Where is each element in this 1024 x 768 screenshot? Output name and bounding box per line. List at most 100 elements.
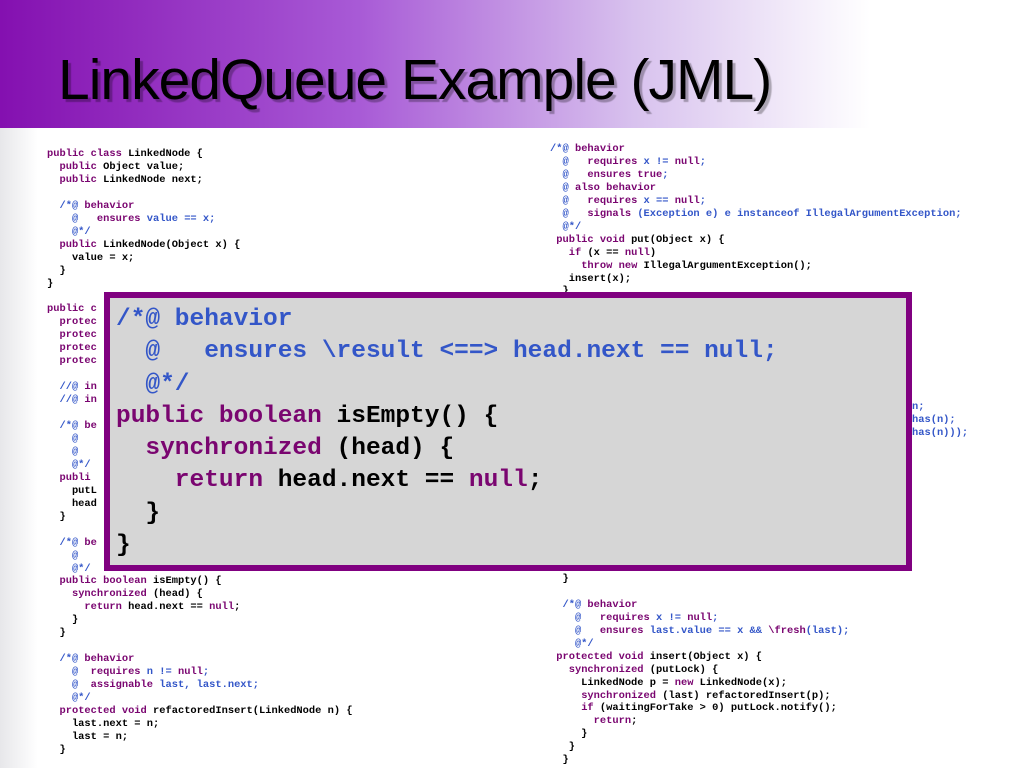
code-token: ) — [649, 246, 657, 259]
right-code-block-bottom: } /*@ behavior @ requires x != null; @ e… — [550, 560, 849, 767]
code-token: in — [84, 381, 97, 394]
code-token: } — [550, 285, 568, 297]
code-token: } — [47, 510, 66, 523]
code-token: last.next = n; — [47, 717, 160, 730]
code-token: behavior — [587, 598, 638, 611]
code-token: @ — [47, 445, 79, 458]
code-token: protected void — [59, 704, 154, 717]
code-token: \fresh — [768, 624, 806, 637]
code-token: (last); — [805, 624, 850, 637]
code-token: @ ensures \result <==> head.next == null… — [116, 338, 778, 366]
code-token: } — [550, 741, 575, 754]
code-token: value == x; — [146, 212, 216, 225]
code-token: /*@ — [550, 598, 588, 611]
code-token: ensures true — [587, 168, 663, 181]
code-token: x == — [643, 194, 675, 207]
code-token: requires — [587, 194, 644, 207]
code-token: head.next == — [128, 601, 210, 614]
code-token: public class — [47, 148, 129, 160]
code-token: @ — [550, 194, 588, 207]
code-token: } — [550, 728, 588, 741]
code-token: (Exception e) e instanceof IllegalArgume… — [637, 207, 962, 220]
code-token: @ — [550, 611, 600, 624]
code-token: n; — [912, 401, 925, 413]
code-token: insert(x); — [550, 272, 632, 285]
code-token — [550, 664, 569, 676]
code-token: last = n; — [47, 730, 129, 743]
code-token: LinkedNode next; — [103, 173, 203, 186]
code-token: (head) { — [336, 435, 455, 463]
code-token: LinkedNode(Object x) { — [103, 238, 241, 251]
code-token: /*@ — [550, 143, 575, 155]
code-token: @ — [550, 181, 575, 194]
code-token: has(n))); — [912, 426, 969, 439]
code-token: assignable — [90, 679, 160, 692]
code-token: @ — [550, 624, 600, 637]
code-token: isEmpty() { — [153, 575, 222, 588]
right-code-fragments: n; has(n); has(n))); — [912, 401, 968, 440]
code-token — [47, 575, 59, 587]
code-token: ; — [527, 467, 543, 495]
code-token: null — [177, 666, 203, 679]
code-token: protec — [47, 355, 97, 368]
code-token: null — [687, 611, 713, 624]
code-token: behavior — [574, 143, 625, 155]
code-token: } — [550, 572, 569, 585]
title-bar — [0, 0, 1024, 128]
left-code-block: public class LinkedNode { public Object … — [47, 148, 353, 757]
code-token: n != — [146, 666, 178, 679]
right-code-block-top: /*@ behavior @ requires x != null; @ ens… — [550, 143, 962, 298]
code-token — [47, 161, 59, 173]
code-token: requires — [599, 611, 657, 624]
code-token: } — [47, 614, 79, 627]
code-token: public c — [47, 303, 97, 316]
code-token: @ — [47, 679, 91, 692]
code-token: synchronized — [116, 435, 337, 463]
code-token: } — [116, 532, 131, 560]
code-token: has(n); — [912, 413, 956, 426]
code-token: @ — [47, 212, 97, 225]
code-token — [550, 715, 594, 727]
code-token: insert(Object x) { — [649, 650, 763, 663]
code-token: } — [116, 499, 161, 527]
code-token: /*@ — [47, 653, 85, 666]
code-token: if — [581, 702, 600, 715]
code-token: value = x; — [47, 251, 135, 264]
code-token: ensures — [96, 212, 147, 225]
code-token — [550, 690, 581, 702]
code-token: last.value == x && — [649, 624, 769, 637]
code-token: (last) refactoredInsert(p); — [662, 689, 831, 702]
code-token: ; — [699, 155, 706, 168]
code-token: head — [47, 497, 97, 510]
code-token: new — [674, 676, 700, 689]
code-token — [550, 247, 569, 259]
code-token: if — [568, 246, 588, 259]
code-token: @ — [550, 155, 588, 168]
code-token: @*/ — [116, 370, 190, 398]
code-token: signals — [587, 207, 638, 220]
code-token: protec — [47, 329, 97, 342]
code-token: ; — [699, 194, 706, 207]
code-token: synchronized — [568, 663, 650, 676]
code-token: @*/ — [47, 692, 91, 705]
code-token: requires — [90, 666, 147, 679]
code-token: //@ — [47, 394, 85, 407]
code-token: @*/ — [550, 637, 594, 650]
code-token: @ — [550, 168, 588, 181]
code-token: return — [593, 715, 632, 728]
code-token: be — [84, 536, 97, 549]
code-token: head.next == — [277, 467, 469, 495]
code-token: ensures — [599, 624, 650, 637]
code-token: throw new — [581, 259, 644, 272]
code-token: public void — [550, 233, 632, 246]
code-token: synchronized — [581, 689, 663, 702]
code-token: } — [47, 627, 66, 640]
slide-title: LinkedQueue Example (JML) — [58, 48, 772, 112]
code-token: return — [84, 601, 129, 614]
left-gradient-strip — [0, 128, 38, 768]
code-token — [47, 239, 59, 251]
code-token: return — [116, 467, 278, 495]
code-token — [47, 601, 84, 613]
code-token: in — [84, 394, 97, 407]
code-token: @ — [47, 666, 91, 679]
